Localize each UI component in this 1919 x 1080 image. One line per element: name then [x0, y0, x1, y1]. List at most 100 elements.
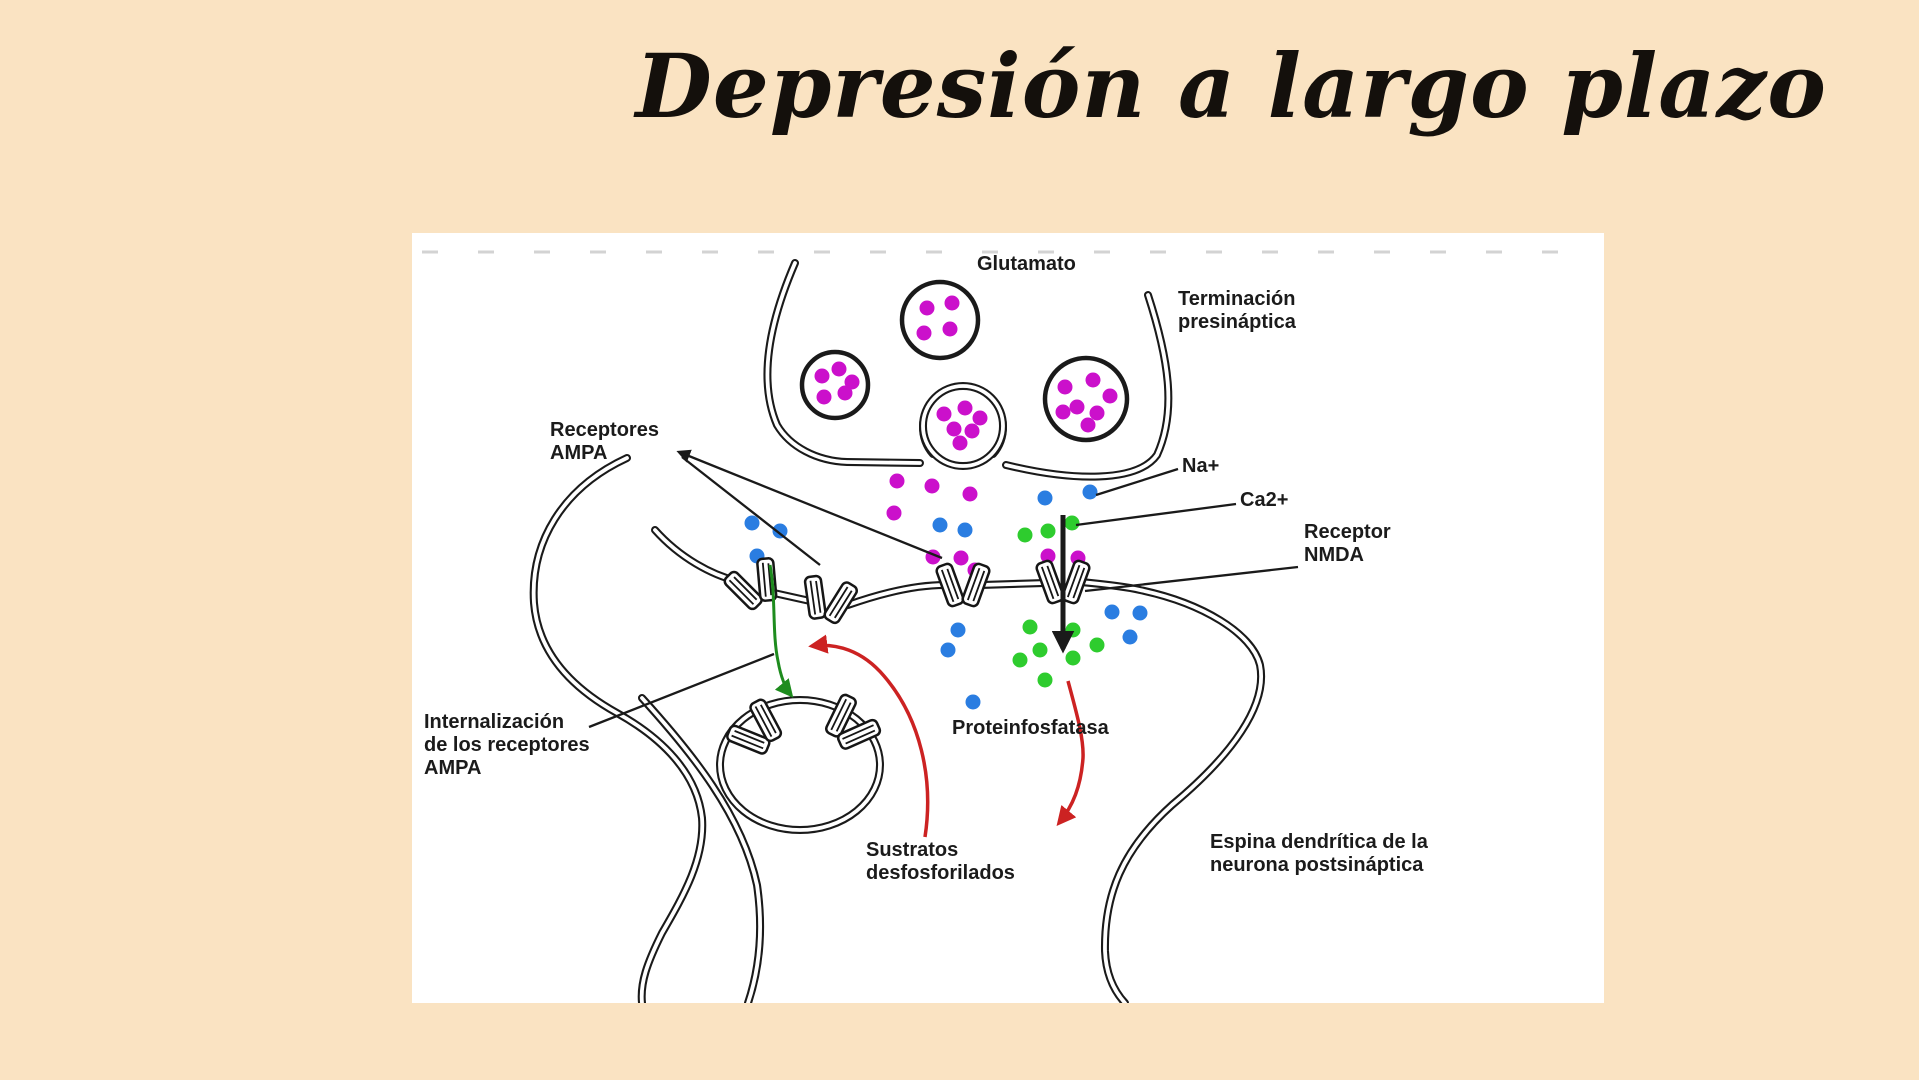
molecule-dot: [952, 435, 968, 451]
dephosphorylation-red-arrow: [808, 634, 930, 838]
label-terminacion-line2: presináptica: [1178, 310, 1296, 333]
label-receptor-nmda-line2: NMDA: [1304, 543, 1364, 566]
label-glutamato: Glutamato: [977, 253, 1076, 275]
internalized-ampa-receptor: [825, 693, 882, 750]
molecule-dot: [844, 374, 860, 390]
molecule-dot: [964, 423, 980, 439]
molecule-dot: [1080, 417, 1096, 433]
label-receptor-nmda-line1: Receptor: [1304, 521, 1391, 543]
molecule-dot: [1065, 622, 1081, 638]
molecule-dot: [1089, 405, 1105, 421]
slide-title: Depresión a largo plazo: [635, 34, 1827, 138]
postsynaptic-membrane: [529, 454, 1266, 1003]
label-sustratos-line1: Sustratos: [866, 839, 959, 861]
molecule-dot: [1032, 642, 1048, 658]
molecule-dot: [932, 517, 948, 533]
label-internalizacion-line3: AMPA: [424, 756, 482, 779]
vesicle: [919, 382, 1007, 470]
label-receptor-nmda: Receptor NMDA: [1304, 521, 1391, 567]
molecule-dot: [831, 361, 847, 377]
molecule-dot: [1037, 672, 1053, 688]
molecule-dot: [1069, 399, 1085, 415]
vesicle: [799, 349, 871, 421]
nmda-leader: [1084, 565, 1299, 593]
presynaptic-membrane: [763, 259, 1173, 481]
label-internalizacion: Internalización de los receptores AMPA: [424, 711, 590, 779]
label-terminacion-presinaptica: Terminación presináptica: [1178, 288, 1296, 334]
molecule-dot: [1089, 637, 1105, 653]
label-sustratos: Sustratos desfosforilados: [866, 839, 1015, 885]
molecule-dot: [946, 421, 962, 437]
molecule-dot: [1102, 388, 1118, 404]
flow-arrows: [768, 515, 1085, 838]
molecule-dot: [1040, 548, 1056, 564]
ampa-receptor: [935, 562, 991, 608]
synapse-drawing: [422, 250, 1594, 1003]
molecule-dot: [957, 400, 973, 416]
label-sustratos-line2: desfosforilados: [866, 861, 1015, 884]
vesicle: [1042, 355, 1130, 443]
ca-leader: [1075, 502, 1237, 527]
molecule-dot: [1085, 372, 1101, 388]
molecule-dot: [744, 515, 760, 531]
molecule-dot: [1055, 404, 1071, 420]
receptor-channels: [723, 557, 1091, 755]
molecule-dot: [1057, 379, 1073, 395]
molecule-dot: [1122, 629, 1138, 645]
molecule-dot: [814, 368, 830, 384]
internalized-ampa-receptor: [726, 698, 783, 755]
molecule-dot: [1040, 523, 1056, 539]
molecule-dot: [1022, 619, 1038, 635]
molecule-dot: [886, 505, 902, 521]
label-receptores-line1: Receptores: [550, 419, 659, 441]
molecule-dot: [1064, 515, 1080, 531]
label-espina-line2: neurona postsináptica: [1210, 853, 1424, 876]
molecule-dot: [772, 523, 788, 539]
label-internalizacion-line2: de los receptores: [424, 733, 590, 756]
phosphatase-red-arrow: [1056, 680, 1085, 826]
molecule-dot: [816, 389, 832, 405]
molecule-dot: [944, 295, 960, 311]
receptores-ampa-leader: [676, 449, 943, 560]
label-na: Na+: [1182, 455, 1220, 477]
molecule-dot: [889, 473, 905, 489]
molecule-dot: [924, 478, 940, 494]
molecule-dot: [972, 410, 988, 426]
label-proteinfosfatasa: Proteinfosfatasa: [952, 717, 1109, 739]
molecule-dot: [1132, 605, 1148, 621]
label-receptores-ampa: Receptores AMPA: [550, 419, 659, 465]
molecule-dot: [1012, 652, 1028, 668]
label-espina-dendritica: Espina dendrítica de la neurona postsiná…: [1210, 831, 1428, 877]
ltd-synapse-diagram: Glutamato Terminación presináptica Recep…: [412, 233, 1604, 1003]
nmda-receptor: [1035, 559, 1091, 605]
molecule-dot: [965, 694, 981, 710]
molecule-dot: [957, 522, 973, 538]
molecule-dot: [837, 385, 853, 401]
molecule-dot: [919, 300, 935, 316]
molecule-dot: [962, 486, 978, 502]
molecule-dot: [950, 622, 966, 638]
label-internalizacion-line1: Internalización: [424, 711, 565, 733]
molecule-dot: [1082, 484, 1098, 500]
label-ca2: Ca2+: [1240, 489, 1289, 511]
glutamate-vesicles: [799, 279, 1130, 470]
molecule-dot: [942, 321, 958, 337]
leader-lines: [588, 449, 1299, 729]
molecule-dot: [953, 550, 969, 566]
endosome: [716, 696, 884, 834]
molecule-dot: [916, 325, 932, 341]
molecule-dot: [1017, 527, 1033, 543]
vesicle: [899, 279, 981, 361]
ampa-receptor: [803, 574, 858, 625]
molecule-dot: [1065, 650, 1081, 666]
molecule-dot: [1104, 604, 1120, 620]
internalization-green-arrow: [768, 564, 794, 698]
molecule-dot: [1037, 490, 1053, 506]
internalizacion-leader: [588, 652, 775, 729]
molecule-dot: [936, 406, 952, 422]
label-espina-line1: Espina dendrítica de la: [1210, 831, 1428, 853]
label-receptores-line2: AMPA: [550, 441, 608, 464]
molecule-dot: [940, 642, 956, 658]
label-terminacion-line1: Terminación: [1178, 288, 1296, 310]
